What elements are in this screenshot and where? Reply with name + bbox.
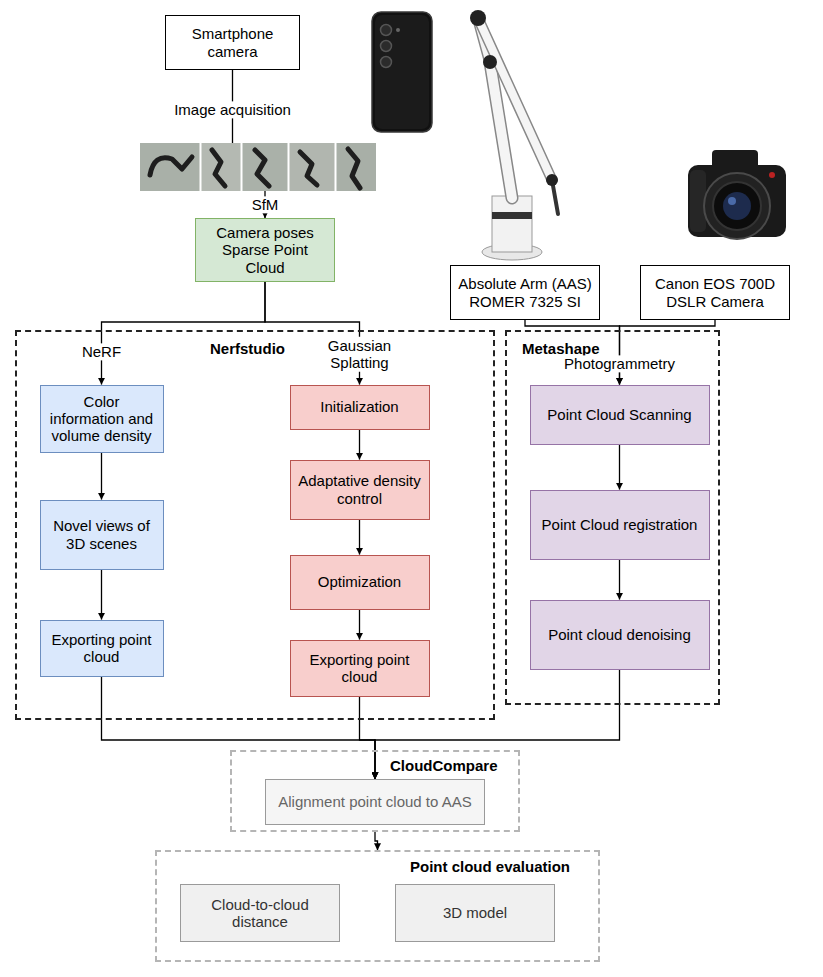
edge-label: Gaussian Splatting	[315, 337, 405, 372]
box-label: Initialization	[320, 398, 398, 415]
process-box: Camera poses Sparse Point Cloud	[195, 218, 335, 282]
flow-arrow	[359, 520, 360, 555]
box-label: Smartphone camera	[172, 25, 293, 60]
tool-group: NerfstudioColor information and volume d…	[15, 330, 495, 720]
box-label: Alignment point cloud to AAS	[278, 793, 471, 810]
box-label: Novel views of 3D scenes	[47, 517, 157, 552]
flow-arrow	[375, 832, 378, 850]
process-box: Initialization	[290, 385, 430, 430]
box-label: Adaptative density control	[297, 472, 423, 507]
box-label: Point cloud denoising	[548, 626, 691, 643]
smartphone-picture	[372, 12, 432, 132]
measuring-arm-picture	[470, 10, 558, 260]
edge-label: Image acquisition	[171, 101, 294, 118]
process-box: Point Cloud registration	[530, 490, 710, 560]
box-label: Camera poses Sparse Point Cloud	[202, 224, 328, 276]
box-label: Optimization	[318, 573, 401, 590]
process-box: Adaptative density control	[290, 460, 430, 520]
box-label: Color information and volume density	[47, 393, 157, 445]
result-box: Cloud-to-cloud distance	[180, 884, 340, 942]
device-box: Absolute Arm (AAS) ROMER 7325 SI	[450, 265, 600, 320]
box-label: Exporting point cloud	[297, 651, 423, 686]
edge-label: Photogrammetry	[561, 355, 678, 372]
edge-label: NeRF	[79, 343, 124, 360]
process-box: Point cloud denoising	[530, 600, 710, 670]
step-label: SfM	[249, 196, 282, 213]
evaluation-group: Point cloud evaluationCloud-to-cloud dis…	[155, 850, 600, 962]
box-label: Canon EOS 700D DSLR Camera	[647, 275, 783, 310]
flow-arrow	[359, 610, 360, 640]
flow-arrow	[360, 697, 376, 780]
dslr-camera-picture	[688, 150, 786, 239]
box-label: 3D model	[443, 904, 507, 921]
box-label: Exporting point cloud	[47, 631, 157, 666]
group-heading: Point cloud evaluation	[407, 858, 573, 875]
process-box: Exporting point cloud	[290, 640, 430, 697]
process-box: Optimization	[290, 555, 430, 610]
group-heading: Nerfstudio	[207, 340, 288, 357]
box-label: Point Cloud Scanning	[547, 406, 691, 423]
result-box: 3D model	[395, 884, 555, 942]
box-label: Absolute Arm (AAS) ROMER 7325 SI	[457, 275, 593, 310]
flow-arrow	[102, 282, 266, 385]
process-box: Point Cloud Scanning	[530, 385, 710, 445]
flow-arrow	[101, 570, 102, 620]
device-box: Canon EOS 700D DSLR Camera	[640, 265, 790, 320]
process-box: Novel views of 3D scenes	[40, 500, 164, 570]
box-label: Point Cloud registration	[542, 516, 698, 533]
input-device-box: Smartphone camera	[165, 15, 300, 70]
process-box: Alignment point cloud to AAS	[265, 779, 485, 825]
process-box: Exporting point cloud	[40, 620, 164, 677]
tool-group: CloudCompareAlignment point cloud to AAS	[230, 750, 520, 832]
box-label: Cloud-to-cloud distance	[187, 896, 333, 931]
flow-arrow	[359, 430, 360, 460]
group-heading: CloudCompare	[387, 757, 501, 774]
tool-group: MetashapePoint Cloud ScanningPoint Cloud…	[505, 330, 720, 705]
flow-arrow	[619, 560, 620, 600]
process-box: Color information and volume density	[40, 385, 164, 453]
flow-arrow	[619, 445, 620, 490]
photo-strip	[140, 143, 376, 191]
flow-arrow	[101, 453, 102, 500]
